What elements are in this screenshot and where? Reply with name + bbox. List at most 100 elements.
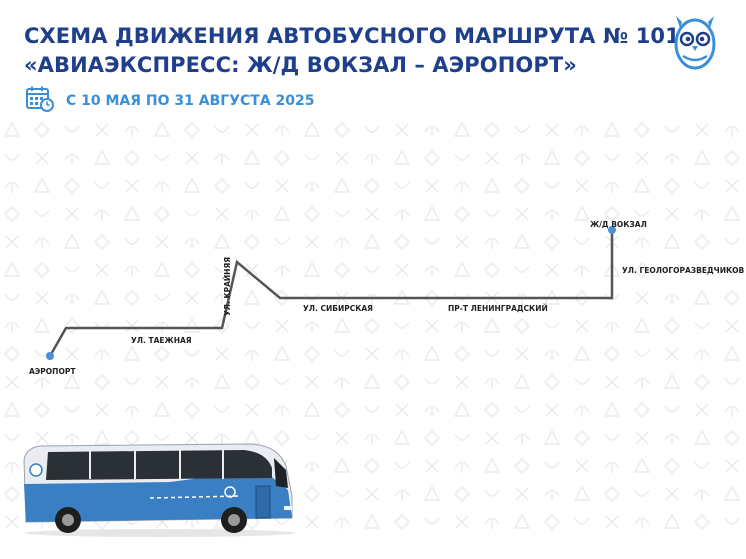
- ornament-mark: [95, 123, 109, 137]
- ornament-mark: [634, 377, 650, 389]
- ornament-mark: [394, 489, 410, 501]
- ornament-mark: [124, 265, 140, 277]
- ornament-mark: [603, 345, 621, 363]
- ornament-mark: [453, 345, 471, 363]
- ornament-mark: [454, 461, 470, 473]
- ornament-mark: [633, 121, 651, 139]
- ornament-mark: [695, 123, 709, 137]
- ornament-mark: [724, 265, 740, 277]
- ornament-mark: [305, 235, 319, 249]
- ornament-mark: [185, 431, 199, 445]
- ornament-mark: [424, 517, 440, 525]
- ornament-mark: [725, 319, 739, 333]
- ornament-mark: [634, 349, 650, 357]
- ornament-mark: [154, 153, 170, 161]
- ornament-mark: [333, 261, 351, 279]
- ornament-mark: [94, 181, 110, 189]
- ornament-mark: [574, 405, 590, 417]
- ornament-mark: [124, 377, 140, 385]
- ornament-mark: [334, 517, 350, 529]
- ornament-mark: [93, 429, 111, 445]
- ornament-mark: [633, 177, 651, 193]
- ornament-mark: [513, 513, 531, 529]
- ornament-mark: [125, 319, 139, 333]
- ornament-mark: [5, 235, 19, 249]
- stop-marker-railway-station: [608, 226, 616, 234]
- ornament-mark: [483, 401, 501, 419]
- ornament-mark: [184, 237, 200, 249]
- ornament-mark: [155, 375, 169, 389]
- ornament-mark: [183, 401, 201, 419]
- ornament-mark: [423, 345, 441, 361]
- ornament-mark: [274, 517, 290, 525]
- ornament-mark: [334, 237, 350, 249]
- ornament-mark: [303, 205, 321, 223]
- ornament-mark: [725, 179, 739, 193]
- ornament-mark: [35, 431, 49, 445]
- ornament-mark: [34, 237, 50, 249]
- ornament-mark: [544, 461, 560, 469]
- ornament-mark: [365, 347, 379, 361]
- ornament-mark: [363, 177, 381, 195]
- ornament-mark: [245, 263, 259, 277]
- ornament-mark: [693, 373, 711, 391]
- street-label-taezhnaya: УЛ. ТАЕЖНАЯ: [131, 336, 192, 345]
- ornament-mark: [484, 237, 500, 249]
- ornament-mark: [603, 121, 621, 137]
- ornament-mark: [35, 291, 49, 305]
- ornament-mark: [363, 317, 381, 335]
- ornament-mark: [183, 121, 201, 139]
- ornament-mark: [604, 321, 620, 333]
- ornament-mark: [695, 263, 709, 277]
- ornament-mark: [64, 265, 80, 273]
- ornament-mark: [664, 405, 680, 413]
- ornament-mark: [694, 181, 710, 189]
- ornament-mark: [153, 261, 171, 277]
- ornament-mark: [363, 233, 381, 249]
- ornament-mark: [724, 517, 740, 525]
- ornament-mark: [93, 233, 111, 251]
- ornament-mark: [393, 373, 411, 391]
- ornament-mark: [214, 405, 230, 413]
- ornament-mark: [155, 235, 169, 249]
- ornament-mark: [95, 263, 109, 277]
- ornament-mark: [274, 265, 290, 277]
- ornament-mark: [483, 457, 501, 473]
- ornament-mark: [634, 237, 650, 249]
- ornament-mark: [244, 349, 260, 361]
- ornament-mark: [63, 233, 81, 249]
- ornament-mark: [4, 153, 20, 161]
- ornament-mark: [364, 265, 380, 273]
- ornament-mark: [424, 377, 440, 385]
- ornament-mark: [303, 261, 321, 277]
- ornament-mark: [394, 461, 410, 469]
- ornament-mark: [543, 373, 561, 391]
- route-line: [48, 230, 614, 357]
- calendar-clock-icon: [26, 86, 54, 116]
- ornament-mark: [334, 349, 350, 357]
- ornament-mark: [605, 515, 619, 529]
- ornament-mark: [3, 485, 21, 503]
- ornament-mark: [423, 485, 441, 501]
- ornament-mark: [333, 177, 351, 193]
- ornament-mark: [663, 233, 681, 249]
- ornament-mark: [213, 177, 231, 195]
- ornament-mark: [633, 457, 651, 473]
- ornament-mark: [693, 513, 711, 531]
- ornament-mark: [545, 123, 559, 137]
- ornament-mark: [273, 149, 291, 167]
- ornament-mark: [34, 209, 50, 217]
- ornament-mark: [303, 121, 321, 137]
- ornament-mark: [604, 461, 620, 473]
- ornament-mark: [483, 261, 501, 279]
- ornament-mark: [424, 405, 440, 417]
- ornament-mark: [35, 151, 49, 165]
- ornament-mark: [334, 489, 350, 497]
- ornament-mark: [573, 345, 591, 361]
- ornament-mark: [124, 125, 140, 137]
- ornament-mark: [395, 263, 409, 277]
- ornament-mark: [515, 347, 529, 361]
- page-title: СХЕМА ДВИЖЕНИЯ АВТОБУСНОГО МАРШРУТА № 10…: [24, 22, 680, 80]
- ornament-mark: [94, 349, 110, 361]
- ornament-mark: [65, 207, 79, 221]
